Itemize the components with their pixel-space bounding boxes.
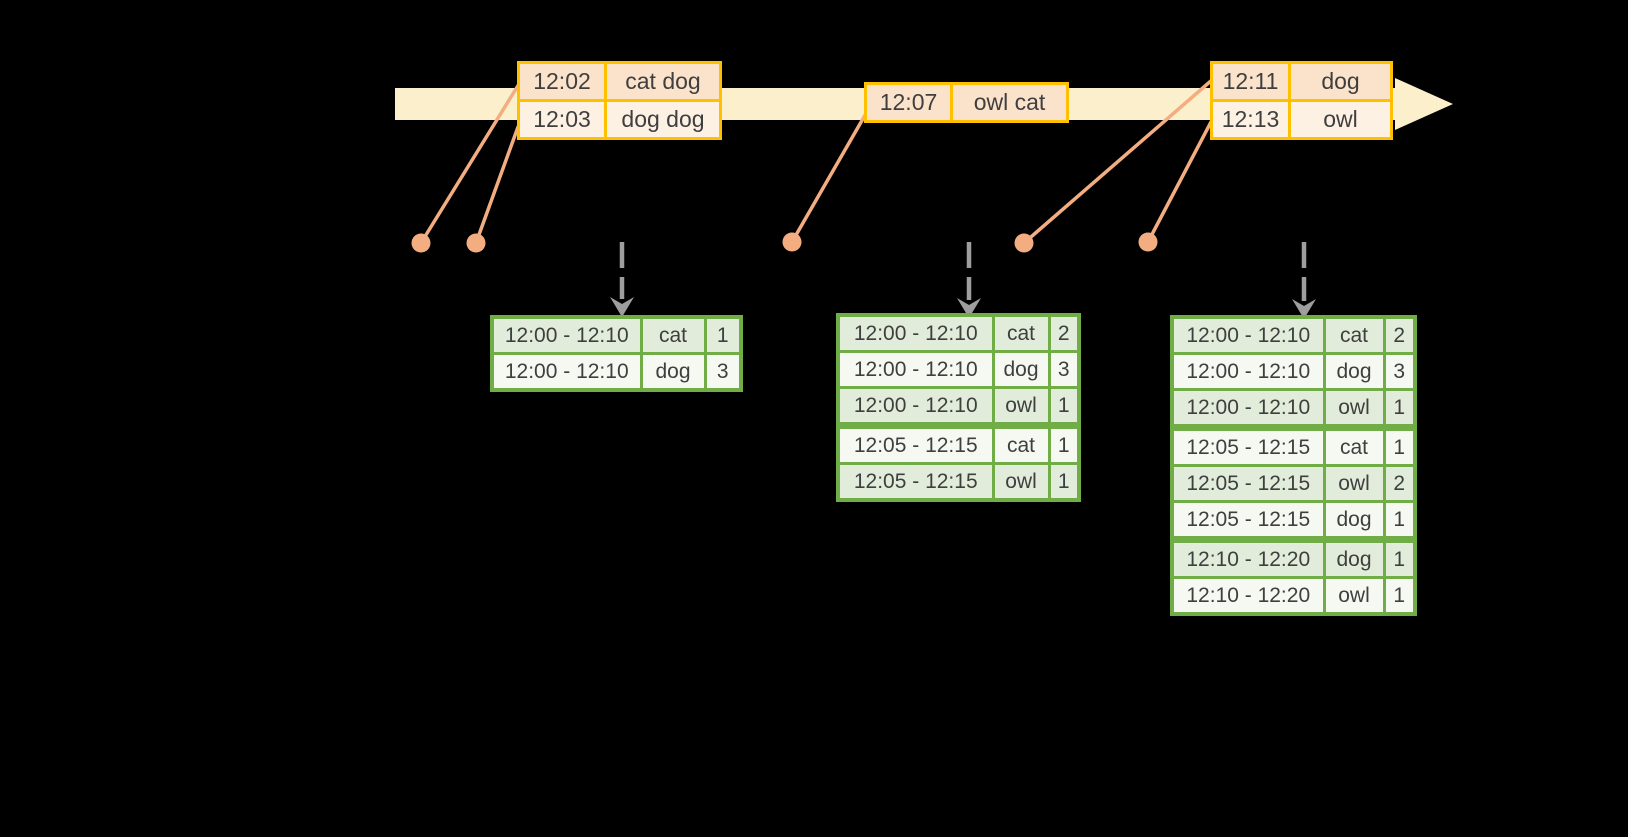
- cell-time: 12:13: [1210, 99, 1291, 140]
- cell-window: 12:05 - 12:15: [1170, 500, 1326, 541]
- cell-word: dog: [1322, 536, 1386, 579]
- cell-words: cat dog: [604, 61, 722, 102]
- cell-window: 12:00 - 12:10: [490, 352, 643, 392]
- cell-count: 1: [1382, 424, 1417, 467]
- cell-window: 12:00 - 12:10: [836, 386, 995, 427]
- timeline-arrowhead-icon: [1395, 78, 1453, 130]
- cell-window: 12:00 - 12:10: [1170, 352, 1326, 391]
- connector-line: [419, 82, 521, 245]
- trigger-arrowhead-icon: [1292, 299, 1316, 319]
- connector-line: [1146, 120, 1213, 244]
- cell-word: dog: [639, 352, 707, 392]
- cell-count: 1: [1047, 422, 1081, 465]
- cell-window: 12:00 - 12:10: [1170, 315, 1326, 355]
- event-dot: [1014, 233, 1034, 253]
- cell-words: owl: [1288, 99, 1393, 140]
- connector-line: [474, 125, 520, 245]
- cell-count: 1: [1047, 462, 1081, 502]
- event-dot: [411, 233, 431, 253]
- cell-count: 1: [703, 315, 743, 355]
- cell-word: cat: [991, 313, 1051, 353]
- event-dot: [1138, 232, 1158, 252]
- cell-count: 1: [1382, 576, 1417, 616]
- cell-window: 12:05 - 12:15: [836, 422, 995, 465]
- cell-count: 2: [1382, 464, 1417, 503]
- cell-count: 1: [1047, 386, 1081, 427]
- cell-word: dog: [1322, 500, 1386, 541]
- connector-line: [1022, 78, 1214, 245]
- cell-window: 12:05 - 12:15: [1170, 464, 1326, 503]
- cell-time: 12:03: [517, 99, 607, 140]
- cell-word: owl: [1322, 576, 1386, 616]
- cell-count: 3: [703, 352, 743, 392]
- trigger-arrow: [610, 242, 634, 317]
- trigger-arrowhead-icon: [610, 297, 634, 317]
- cell-word: dog: [1322, 352, 1386, 391]
- cell-count: 3: [1047, 350, 1081, 389]
- cell-words: dog: [1288, 61, 1393, 102]
- cell-window: 12:10 - 12:20: [1170, 536, 1326, 579]
- event-dot: [466, 233, 486, 253]
- cell-count: 1: [1382, 500, 1417, 541]
- cell-word: cat: [1322, 424, 1386, 467]
- cell-window: 12:05 - 12:15: [1170, 424, 1326, 467]
- cell-word: owl: [991, 386, 1051, 427]
- cell-time: 12:11: [1210, 61, 1291, 102]
- cell-window: 12:10 - 12:20: [1170, 576, 1326, 616]
- cell-word: owl: [1322, 464, 1386, 503]
- cell-count: 2: [1382, 315, 1417, 355]
- cell-word: cat: [639, 315, 707, 355]
- cell-word: owl: [991, 462, 1051, 502]
- cell-count: 1: [1382, 388, 1417, 429]
- event-dot: [782, 232, 802, 252]
- cell-window: 12:00 - 12:10: [836, 350, 995, 389]
- cell-word: cat: [991, 422, 1051, 465]
- cell-time: 12:07: [864, 82, 953, 123]
- cell-word: owl: [1322, 388, 1386, 429]
- cell-word: cat: [1322, 315, 1386, 355]
- cell-words: owl cat: [950, 82, 1069, 123]
- trigger-arrow: [957, 242, 981, 318]
- trigger-arrowhead-icon: [957, 298, 981, 318]
- cell-count: 3: [1382, 352, 1417, 391]
- cell-window: 12:00 - 12:10: [490, 315, 643, 355]
- trigger-arrow: [1292, 242, 1316, 319]
- cell-word: dog: [991, 350, 1051, 389]
- cell-words: dog dog: [604, 99, 722, 140]
- connector-line: [790, 108, 870, 244]
- cell-count: 2: [1047, 313, 1081, 353]
- cell-window: 12:00 - 12:10: [1170, 388, 1326, 429]
- cell-window: 12:05 - 12:15: [836, 462, 995, 502]
- cell-time: 12:02: [517, 61, 607, 102]
- cell-count: 1: [1382, 536, 1417, 579]
- cell-window: 12:00 - 12:10: [836, 313, 995, 353]
